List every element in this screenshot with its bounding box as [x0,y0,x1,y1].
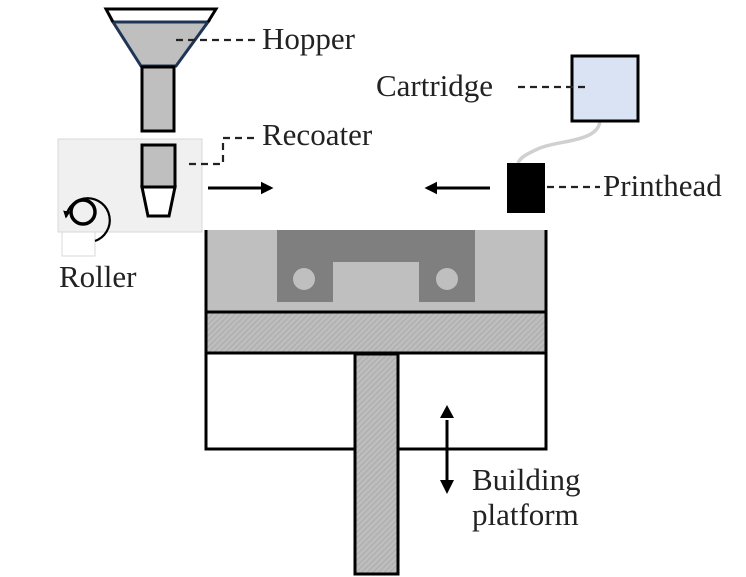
recoater-body [140,143,177,189]
part-hole-right [436,268,458,290]
roller-icon [69,198,97,226]
cartridge [570,54,640,123]
hopper [103,7,219,133]
chamber-wall-left [204,230,355,451]
recoater-housing [57,138,203,233]
ink-cable [516,120,602,164]
roller-label: Roller [59,259,137,294]
printhead [507,163,545,213]
recoater-label: Recoater [262,117,373,152]
roller-support-box [61,231,96,257]
hopper-label: Hopper [262,21,356,56]
printhead-label: Printhead [603,168,722,203]
recoater-leader-line [189,136,259,166]
part-hole-left [293,268,315,290]
cartridge-label: Cartridge [376,68,493,103]
hopper-funnel-outline [103,7,219,23]
recoater [57,138,203,257]
build-platform-plate [207,312,546,353]
hopper-powder-fill [110,20,211,68]
platform-movement-arrow-icon [440,405,454,494]
building-platform-label-line2: platform [472,497,579,532]
printed-part [277,230,475,302]
roller-rotation-arrow-icon [63,197,111,243]
building-platform-label-line1: Building [472,462,581,497]
hopper-funnel-empty [106,9,216,22]
hopper-tube [140,65,176,133]
build-chamber [204,230,548,576]
recoater-nozzle [140,185,177,218]
platform-shaft [353,352,400,576]
